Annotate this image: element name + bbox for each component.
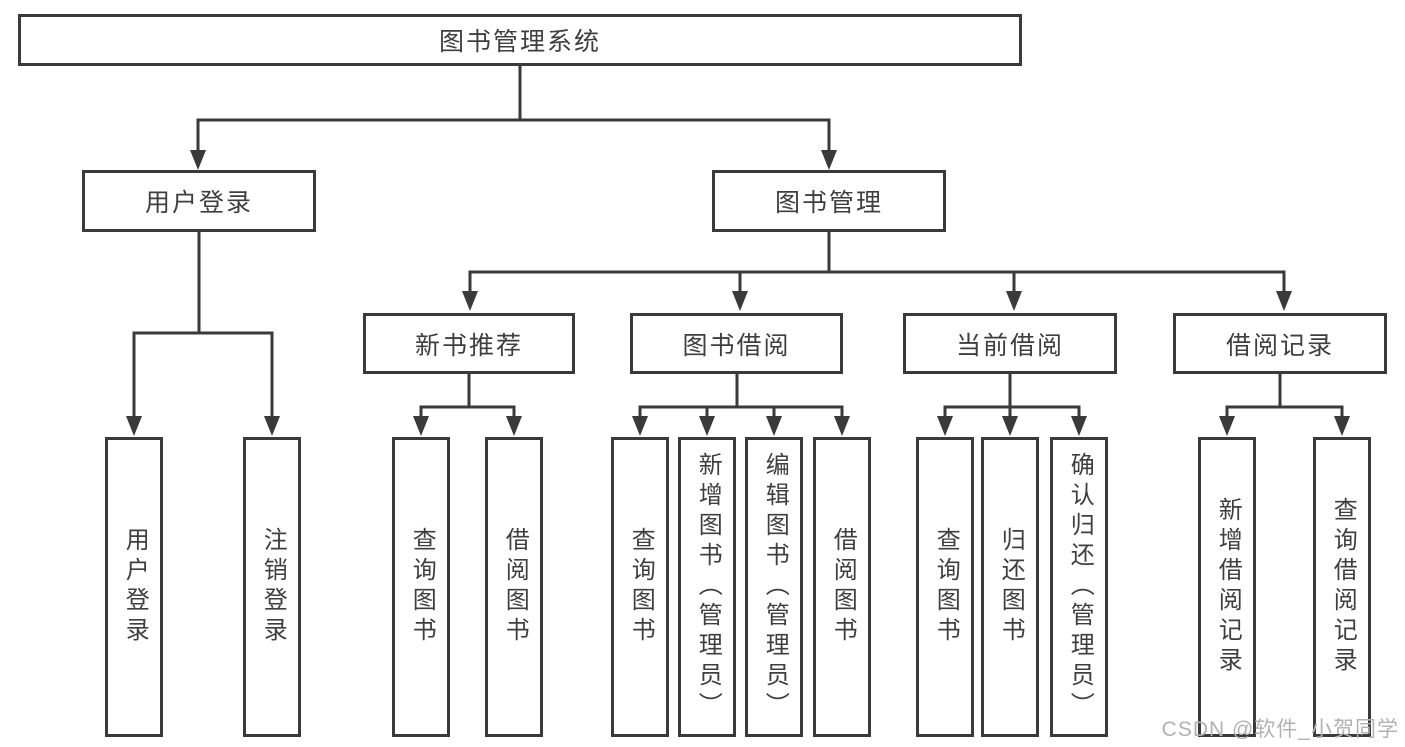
csdn-watermark: CSDN @软件_小贺同学 [1161, 718, 1399, 741]
node-book-management: 图书管理 [712, 170, 946, 232]
node-new-book-recommend: 新书推荐 [363, 313, 575, 374]
arrowhead [190, 150, 206, 170]
arrowhead [821, 150, 837, 170]
leaf-borrow-book-1: 借阅图书 [485, 437, 543, 737]
arrowhead [1334, 416, 1350, 436]
leaf-label: 新增借阅记录 [1214, 497, 1242, 677]
leaf-label: 查询借阅记录 [1329, 497, 1357, 677]
arrowhead [264, 416, 280, 436]
node-borrow-records: 借阅记录 [1173, 313, 1387, 374]
arrowhead [834, 416, 850, 436]
leaf-label: 编辑图书（管理员） [761, 452, 789, 722]
node-root: 图书管理系统 [18, 14, 1022, 66]
leaf-borrow-book-2: 借阅图书 [813, 437, 871, 737]
leaf-label: 确认归还（管理员） [1066, 452, 1094, 722]
leaf-label: 查询图书 [408, 527, 436, 647]
arrowhead [1276, 291, 1292, 311]
arrowhead [413, 416, 429, 436]
arrowhead [766, 416, 782, 436]
connector-current-borrow-to-leaves [943, 374, 1081, 418]
node-current-borrow: 当前借阅 [903, 313, 1117, 374]
leaf-label: 查询图书 [627, 527, 655, 647]
arrowhead [1006, 291, 1022, 311]
leaf-user-login: 用户登录 [105, 437, 163, 737]
arrowhead [126, 416, 142, 436]
leaf-logout: 注销登录 [243, 437, 301, 737]
leaf-add-borrow-record: 新增借阅记录 [1198, 437, 1256, 737]
leaf-confirm-return-admin: 确认归还（管理员） [1050, 437, 1108, 737]
leaf-return-book: 归还图书 [981, 437, 1039, 737]
leaf-edit-book-admin: 编辑图书（管理员） [745, 437, 803, 737]
leaf-query-book-2: 查询图书 [611, 437, 669, 737]
arrowhead [1002, 416, 1018, 436]
arrowhead [1071, 416, 1087, 436]
arrowhead [699, 416, 715, 436]
connector-root-to-level2 [196, 66, 831, 152]
connector-book-management-to-level3 [468, 232, 1286, 293]
arrowhead [506, 416, 522, 436]
arrowhead [462, 291, 478, 311]
arrowhead [632, 416, 648, 436]
leaf-label: 用户登录 [121, 527, 149, 647]
leaf-query-book-1: 查询图书 [392, 437, 450, 737]
leaf-label: 借阅图书 [829, 527, 857, 647]
leaf-query-book-3: 查询图书 [916, 437, 974, 737]
leaf-label: 借阅图书 [501, 527, 529, 647]
connector-new-book-to-leaves [419, 374, 516, 418]
arrowhead [937, 416, 953, 436]
leaf-query-borrow-record: 查询借阅记录 [1313, 437, 1371, 737]
arrowhead [732, 291, 748, 311]
leaf-label: 查询图书 [932, 527, 960, 647]
node-book-borrow: 图书借阅 [630, 313, 843, 374]
arrowhead [1219, 416, 1235, 436]
connector-borrow-records-to-leaves [1225, 374, 1344, 418]
connector-book-borrow-to-leaves [638, 374, 844, 418]
leaf-label: 新增图书（管理员） [694, 452, 722, 722]
connector-user-login-to-leaves [132, 232, 274, 418]
node-user-login: 用户登录 [82, 170, 316, 232]
leaf-label: 归还图书 [997, 527, 1025, 647]
leaf-label: 注销登录 [259, 527, 287, 647]
leaf-add-book-admin: 新增图书（管理员） [678, 437, 736, 737]
